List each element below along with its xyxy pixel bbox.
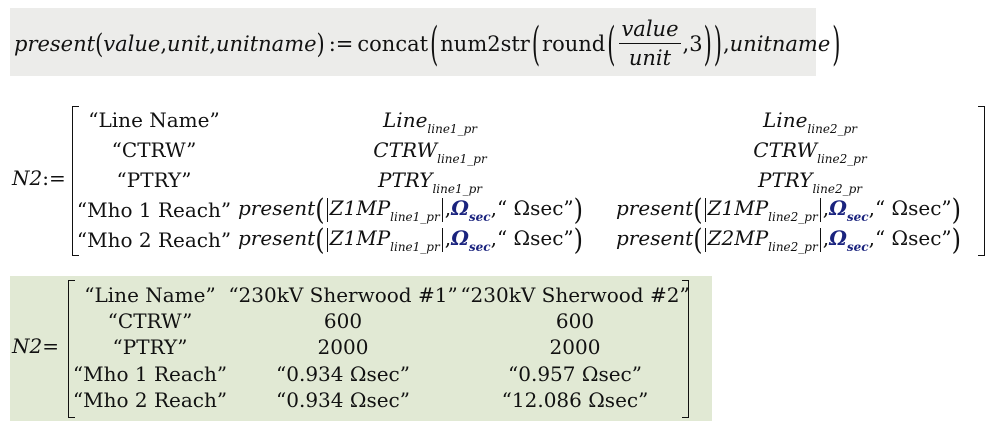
result-region[interactable]: N2= “Line Name” “230kV Sherwood #1” “230… (10, 276, 712, 421)
result-cell: “0.957 Ωsec” (508, 362, 642, 386)
matrix-cell: “Line Name” (88, 108, 220, 132)
left-bracket (72, 106, 79, 256)
fraction-numerator: value (619, 16, 681, 44)
matrix-definition[interactable]: N2:= “Line Name” Lineline1_pr Lineline2_… (12, 104, 992, 256)
unitname-arg: unitname (729, 31, 831, 56)
round-digits: 3 (689, 31, 703, 56)
fraction-denominator: unit (628, 46, 672, 70)
result-cell: 2000 (317, 335, 369, 359)
param-unit: unit (167, 31, 210, 56)
result-cell: “CTRW” (107, 309, 193, 333)
result-cell: 600 (555, 309, 595, 333)
result-cell: “12.086 Ωsec” (501, 388, 649, 412)
matrix-cell: present(Z2MPline2_pr,Ωsec,“ Ωsec”) (616, 222, 962, 257)
result-cell: “0.934 Ωsec” (276, 362, 410, 386)
concat-function: concat (357, 31, 429, 56)
function-name: present (14, 31, 96, 56)
result-right-bracket (682, 280, 689, 418)
matrix-cell: CTRWline2_pr (753, 138, 867, 166)
matrix-cell: PTRYline1_pr (377, 168, 483, 196)
assign-operator: := (328, 31, 354, 56)
result-cell: 2000 (549, 335, 601, 359)
result-cell: “Mho 2 Reach” (72, 388, 228, 412)
result-cell: “230kV Sherwood #1” (228, 283, 458, 307)
result-cell: “Mho 1 Reach” (72, 362, 228, 386)
matrix-cell: “CTRW” (111, 138, 197, 162)
round-function: round (542, 31, 606, 56)
value-over-unit-fraction: value unit (619, 16, 681, 71)
result-cell: “230kV Sherwood #2” (460, 283, 690, 307)
matrix-cell: “Mho 2 Reach” (76, 228, 232, 252)
num2str-function: num2str (440, 31, 530, 56)
result-cell: “0.934 Ωsec” (276, 388, 410, 412)
matrix-cell: PTRYline2_pr (757, 168, 863, 196)
matrix-cell: Lineline1_pr (383, 108, 477, 136)
param-value: value (103, 31, 161, 56)
result-left-bracket (68, 280, 75, 418)
function-definition: present ( value , unit , unitname ) := c… (14, 16, 841, 71)
result-cell: “PTRY” (112, 335, 188, 359)
matrix-lhs: N2:= (12, 166, 66, 190)
matrix-cell: present(Z1MPline1_pr,Ωsec,“ Ωsec”) (238, 192, 584, 227)
param-unitname: unitname (215, 31, 317, 56)
right-bracket (978, 106, 985, 256)
matrix-cell: present(Z1MPline2_pr,Ωsec,“ Ωsec”) (616, 192, 962, 227)
matrix-cell: present(Z1MPline1_pr,Ωsec,“ Ωsec”) (238, 222, 584, 257)
result-cell: “Line Name” (84, 283, 216, 307)
result-cell: 600 (323, 309, 363, 333)
matrix-cell: CTRWline1_pr (373, 138, 487, 166)
result-lhs: N2= (12, 334, 59, 358)
matrix-cell: “PTRY” (116, 168, 192, 192)
function-definition-region[interactable]: present ( value , unit , unitname ) := c… (10, 8, 840, 76)
matrix-cell: “Mho 1 Reach” (76, 198, 232, 222)
matrix-cell: Lineline2_pr (763, 108, 857, 136)
